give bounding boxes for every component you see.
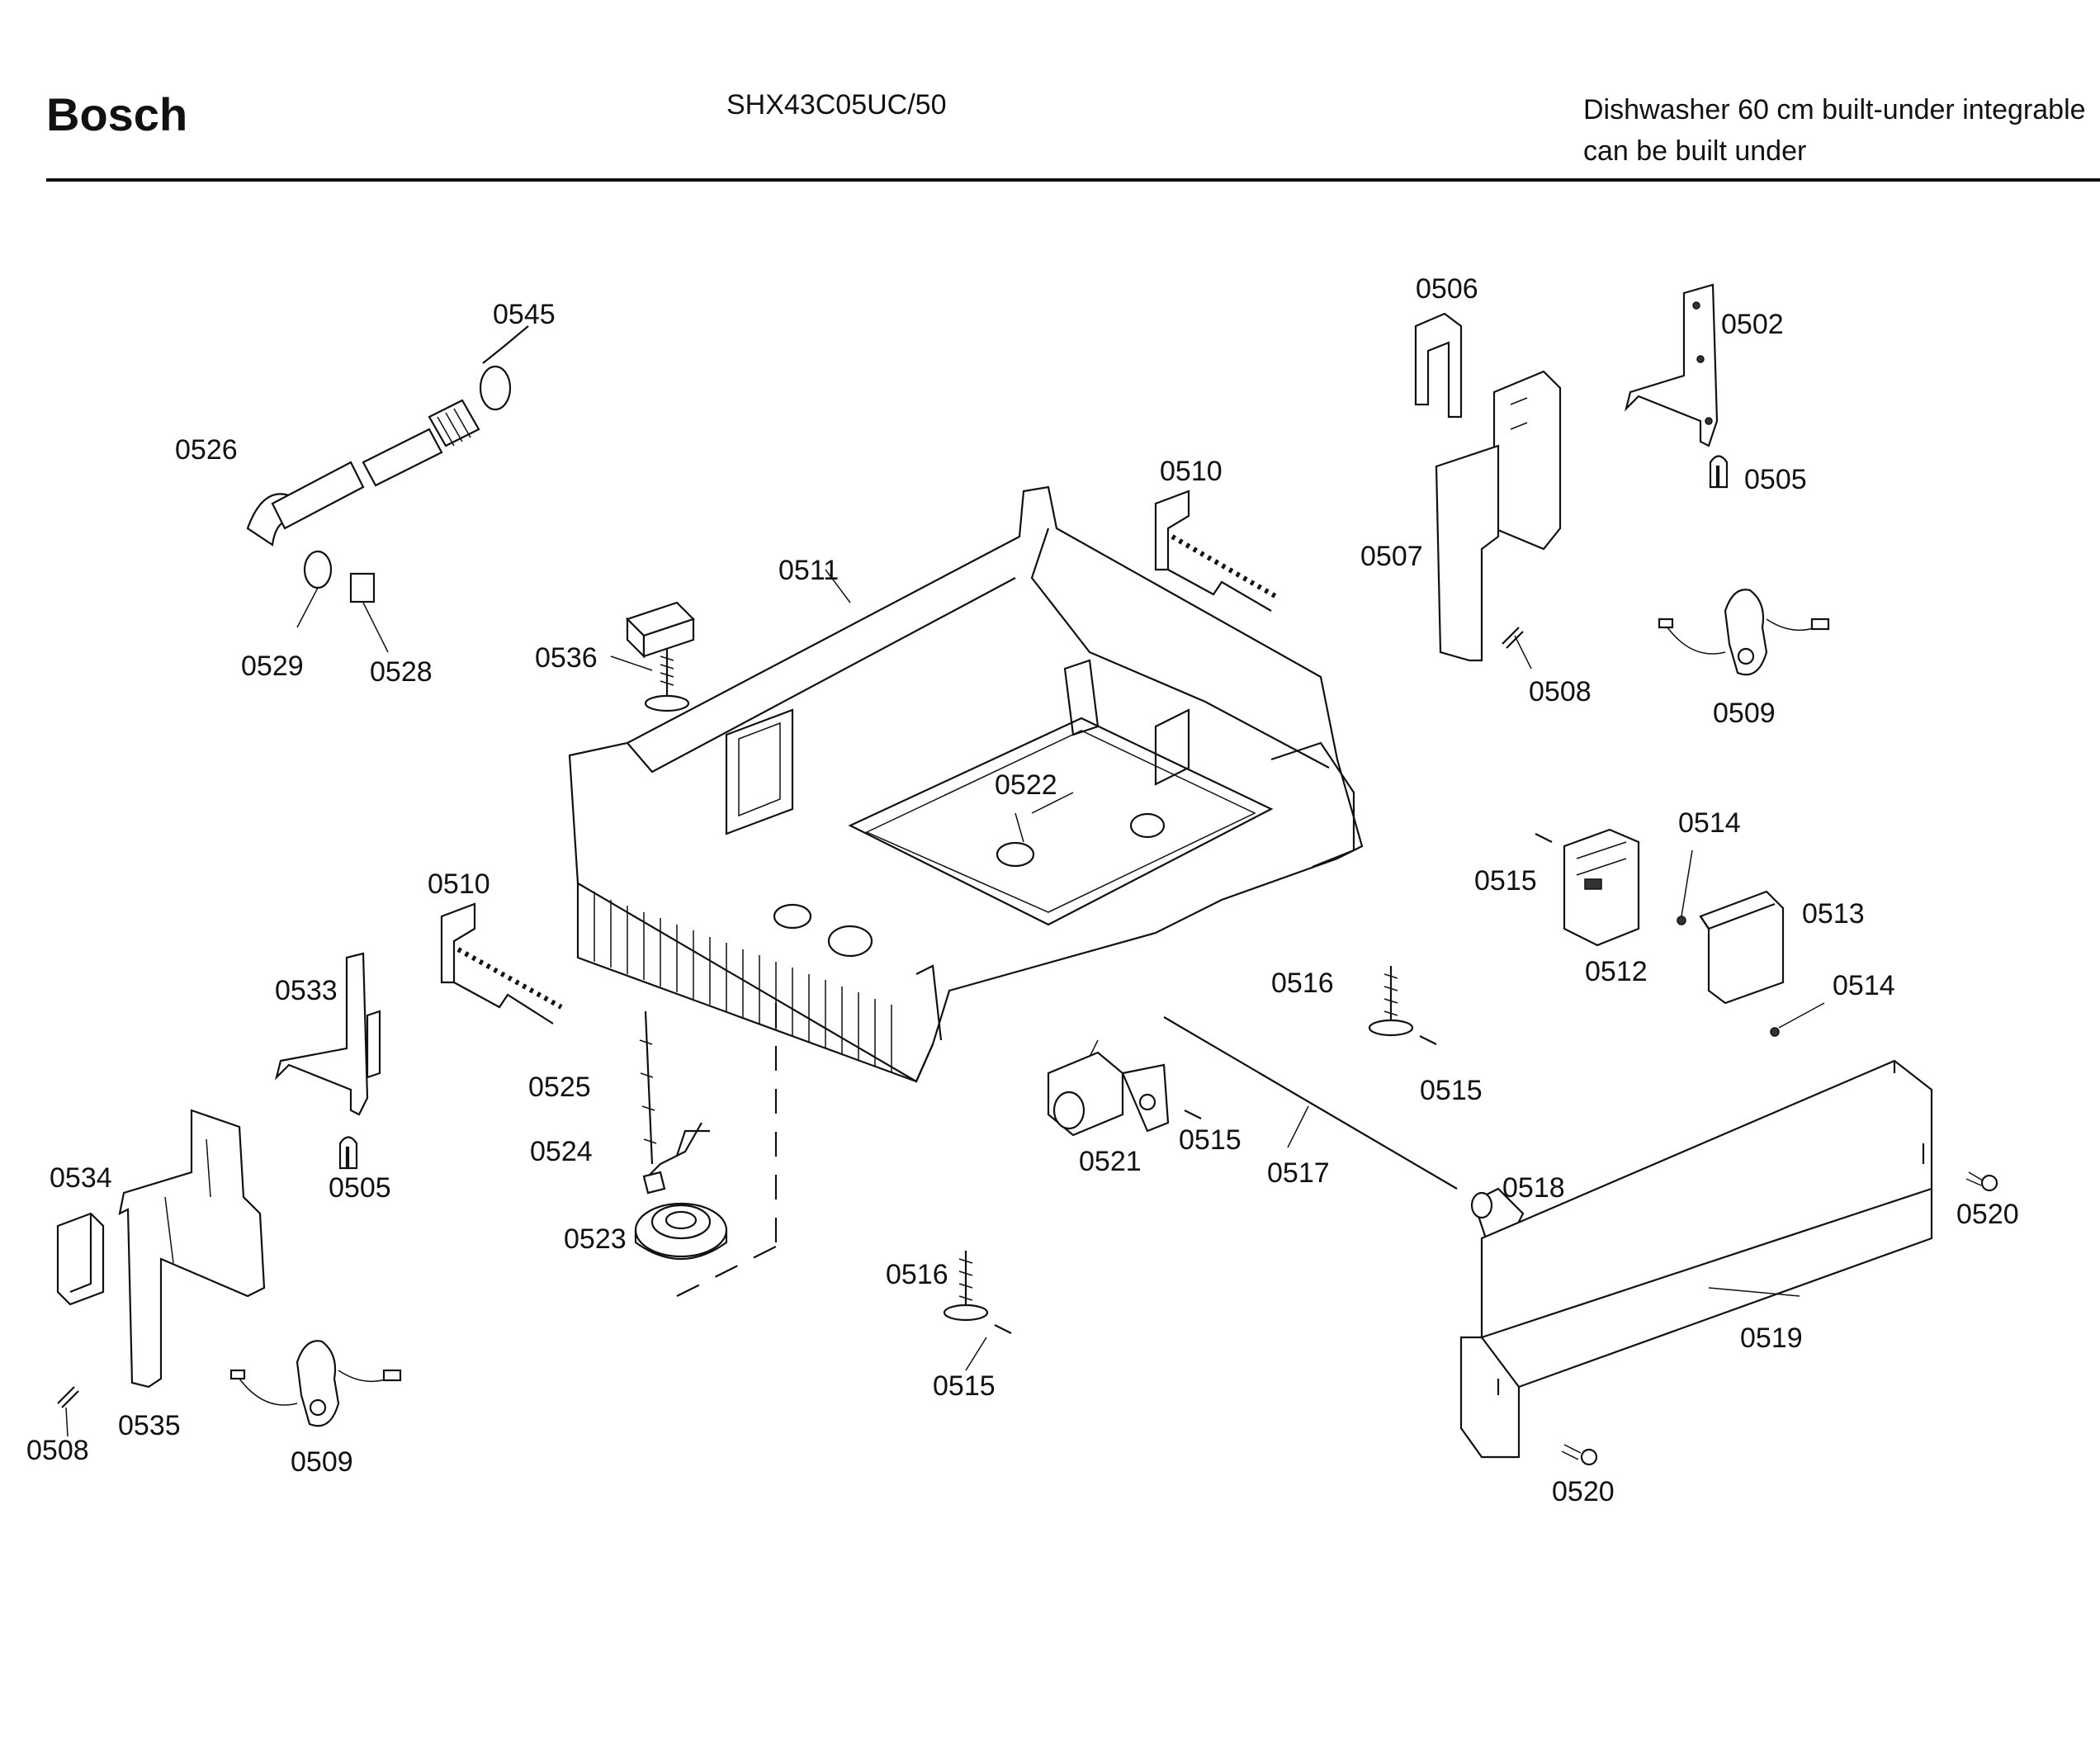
- callout-label: 0509: [1713, 698, 1776, 729]
- part-drawing-0519: [1459, 1059, 1933, 1459]
- callout-label: 0536: [535, 642, 598, 674]
- callouts: 0545 0526 0529 0528 0536 0511 0510 0522 …: [26, 273, 2019, 1507]
- callout-label: 0505: [1744, 464, 1807, 495]
- part-drawing-0509-left: [229, 1340, 402, 1427]
- callout-label: 0508: [1529, 676, 1592, 707]
- callout-label: 0533: [275, 975, 338, 1006]
- callout-label: 0510: [428, 868, 490, 900]
- callout-label: 0517: [1267, 1157, 1330, 1189]
- part-drawing-0513: [1699, 890, 1785, 1005]
- part-drawing-0535: [118, 1109, 266, 1389]
- part-drawing-0525: [639, 1010, 657, 1165]
- part-drawing-0515: [994, 833, 1553, 1334]
- callout-label: 0505: [329, 1172, 391, 1204]
- part-drawing-0517: [1163, 1016, 1458, 1190]
- part-drawing-0533: [274, 952, 381, 1116]
- description-line-1: Dishwasher 60 cm built-under integrable: [1583, 94, 2086, 125]
- callout-label: 0516: [1271, 968, 1334, 999]
- part-drawing-0508-left: [57, 1386, 79, 1437]
- part-drawing-0545-clamp: [479, 325, 529, 411]
- callout-label: 0528: [370, 656, 433, 688]
- callout-label: 0522: [995, 769, 1057, 801]
- part-drawing-0510-top: [1154, 490, 1281, 612]
- part-drawing-0536: [610, 601, 696, 712]
- callout-label: 0516: [886, 1259, 948, 1290]
- part-drawing-0506: [1414, 312, 1463, 419]
- callout-label: 0502: [1721, 309, 1784, 340]
- callout-label: 0525: [528, 1072, 591, 1103]
- part-drawing-0509-right: [1658, 589, 1830, 676]
- part-drawing-0521: [1047, 1039, 1170, 1137]
- callout-label: 0512: [1585, 956, 1648, 987]
- part-drawing-0505-right: [1709, 455, 1729, 489]
- brand-name: Bosch: [46, 88, 188, 140]
- appliance-description: Dishwasher 60 cm built-under integrable …: [1583, 89, 2086, 172]
- callout-label: 0510: [1160, 456, 1223, 487]
- part-drawing-0507: [1435, 370, 1562, 662]
- callout-label: 0514: [1833, 970, 1895, 1001]
- callout-label: 0515: [933, 1370, 996, 1402]
- callout-label: 0535: [118, 1410, 181, 1441]
- part-drawing-0516-right: [1368, 966, 1414, 1037]
- callout-label: 0526: [175, 434, 238, 466]
- callout-label: 0508: [26, 1435, 89, 1466]
- callout-label: 0521: [1079, 1146, 1142, 1177]
- part-drawing-0524: [642, 1122, 710, 1195]
- part-drawing-0516-left: [943, 1251, 989, 1371]
- part-drawing-0526-hose: [246, 399, 480, 653]
- callout-label: 0523: [564, 1223, 627, 1255]
- callout-label: 0509: [291, 1446, 353, 1478]
- part-drawing-0514: [1677, 849, 1825, 1037]
- part-drawing-0522: [1015, 792, 1074, 843]
- callout-label: 0534: [50, 1162, 112, 1194]
- part-drawing-0534: [56, 1212, 105, 1306]
- callout-label: 0524: [530, 1136, 593, 1167]
- callout-label: 0514: [1678, 807, 1741, 839]
- part-drawing-0523: [634, 1202, 728, 1261]
- callout-label: 0506: [1416, 273, 1478, 305]
- callout-label: 0511: [778, 555, 839, 586]
- callout-label: 0545: [493, 299, 556, 330]
- part-drawing-0520: [1561, 1171, 1998, 1466]
- part-drawing-0510-left: [440, 902, 563, 1024]
- part-drawing-0512: [1563, 828, 1640, 947]
- callout-label: 0520: [1552, 1476, 1615, 1507]
- callout-label: 0529: [241, 651, 304, 682]
- callout-label: 0515: [1420, 1075, 1483, 1106]
- callout-label: 0520: [1956, 1199, 2019, 1230]
- part-drawing-0505-left: [338, 1136, 358, 1170]
- callout-label: 0518: [1502, 1172, 1565, 1204]
- header-rule: [46, 178, 2100, 182]
- callout-label: 0515: [1474, 865, 1537, 897]
- callout-label: 0519: [1740, 1323, 1803, 1354]
- description-line-2: can be built under: [1583, 135, 1807, 167]
- part-drawing-0508-right: [1502, 627, 1532, 670]
- model-number: SHX43C05UC/50: [726, 89, 947, 121]
- callout-label: 0507: [1360, 541, 1423, 572]
- callout-label: 0515: [1179, 1124, 1242, 1156]
- callout-label: 0513: [1802, 898, 1865, 930]
- part-drawing-0502: [1624, 283, 1719, 447]
- part-drawing-0511-base: [568, 485, 1364, 1297]
